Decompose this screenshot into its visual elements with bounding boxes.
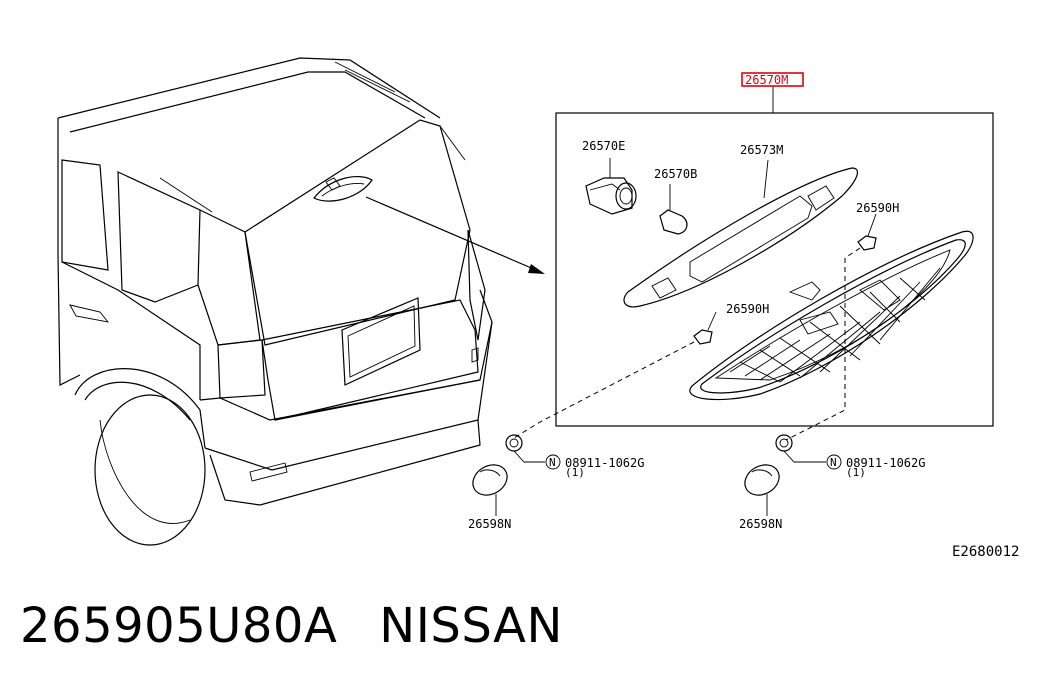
nut-left-symbol-letter: N: [549, 456, 556, 469]
nut-left-symbol: [545, 454, 561, 470]
cap-right: [744, 464, 780, 516]
bulb-part: [659, 184, 688, 235]
clip-top-part-number: 26590H: [856, 201, 899, 215]
nut-left-part-number: 08911-1062G: [565, 456, 644, 470]
nut-left-quantity: (1): [565, 466, 585, 479]
lens-part-number: 26573M: [740, 143, 783, 157]
figure-code: E2680012: [952, 544, 1019, 560]
cap-right-part-number: 26598N: [739, 517, 782, 531]
nut-left: [505, 434, 545, 463]
lamp-lens-pattern: [729, 267, 941, 383]
socket-part: [585, 158, 637, 215]
clip-top-part: [857, 213, 877, 251]
caption-brand: NISSAN: [379, 598, 563, 654]
lamp-housing: [689, 230, 974, 401]
parts-diagram: 26570M 26570E 26570B 26573M 26590H 26590…: [57, 57, 1019, 560]
nut-right-symbol: [826, 454, 842, 470]
cap-left-part-number: 26598N: [468, 517, 511, 531]
nut-right-symbol-letter: N: [830, 456, 837, 469]
nut-right-quantity: (1): [846, 466, 866, 479]
nut-right: [775, 434, 826, 463]
vehicle-illustration: [57, 57, 545, 546]
assembly-part-number: 26570M: [745, 73, 788, 87]
caption-part-number: 265905U80A: [20, 598, 338, 654]
clip-bottom-part: [693, 311, 717, 345]
assembly-box: [555, 112, 994, 427]
clip-bottom-part-number: 26590H: [726, 302, 769, 316]
assembly-label-highlight: [741, 72, 804, 87]
cap-left: [472, 464, 508, 516]
socket-part-number: 26570E: [582, 139, 625, 153]
nut-right-part-number: 08911-1062G: [846, 456, 925, 470]
bulb-part-number: 26570B: [654, 167, 697, 181]
caption: 265905U80A NISSAN: [20, 598, 563, 654]
lens-part: [623, 159, 859, 308]
